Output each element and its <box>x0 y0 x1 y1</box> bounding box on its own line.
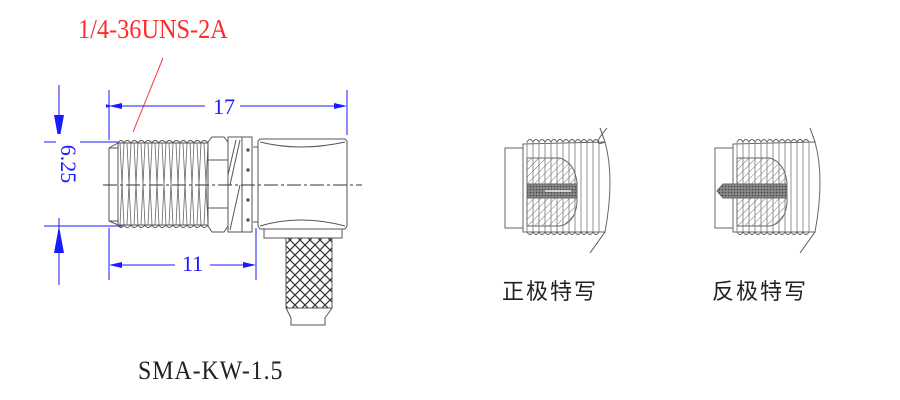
connector-side-view <box>108 136 348 326</box>
detail-view-positive <box>504 127 611 254</box>
crimp-sleeve-knurled <box>285 237 333 309</box>
thread-lines <box>119 142 209 226</box>
right-angle-body <box>257 138 348 230</box>
dimension-label-thread-diameter: 6.25 <box>56 134 81 194</box>
thread-leader-line <box>132 57 164 133</box>
model-number-label: SMA-KW-1.5 <box>138 356 284 385</box>
detail-view-negative <box>714 127 821 254</box>
thread-spec-label: 1/4-36UNS-2A <box>78 14 228 44</box>
dimension-overall-length <box>106 90 348 140</box>
dimension-label-thread-length: 11 <box>179 253 207 275</box>
detail-caption-positive: 正极特写 <box>502 280 599 305</box>
detail-caption-negative: 反极特写 <box>712 280 809 305</box>
dimension-label-overall-length: 17 <box>210 96 238 118</box>
